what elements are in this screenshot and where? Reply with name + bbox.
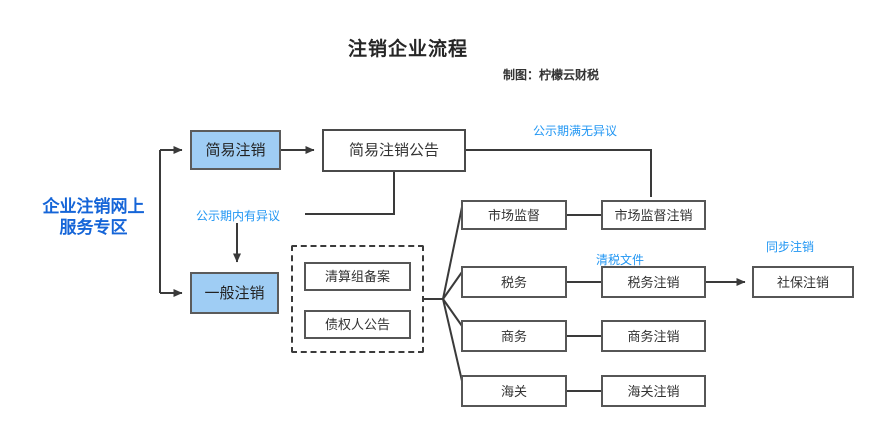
node-customs[interactable]: 海关 — [461, 375, 567, 407]
node-tax-cancel[interactable]: 税务注销 — [601, 266, 706, 298]
edge-notice-to-objection — [305, 172, 395, 215]
edge-hub-to-commerce — [442, 298, 463, 327]
liquidation-group — [291, 245, 424, 353]
node-general-cancel[interactable]: 一般注销 — [190, 272, 279, 314]
node-commerce-cancel[interactable]: 商务注销 — [601, 320, 706, 352]
page-title: 注销企业流程 — [348, 39, 469, 60]
node-commerce[interactable]: 商务 — [461, 320, 567, 352]
node-tax[interactable]: 税务 — [461, 266, 567, 298]
edge-hub-to-market — [442, 206, 463, 300]
node-liquidation-filing[interactable]: 清算组备案 — [304, 262, 411, 291]
edge-label-tax-clearance: 清税文件 — [596, 253, 645, 267]
edge-label-objection-raised: 公示期内有异议 — [196, 209, 281, 223]
root-label: 企业注销网上 服务专区 — [26, 196, 161, 239]
page-subtitle: 制图：柠檬云财税 — [503, 68, 600, 82]
node-simple-cancel[interactable]: 简易注销 — [190, 130, 281, 170]
edge-hub-to-tax — [442, 271, 463, 300]
edge-label-sync-cancel: 同步注销 — [766, 240, 815, 254]
node-social-security-cancel[interactable]: 社保注销 — [752, 266, 854, 298]
node-creditor-notice[interactable]: 债权人公告 — [304, 310, 411, 339]
node-market-supervision[interactable]: 市场监督 — [461, 200, 567, 230]
node-customs-cancel[interactable]: 海关注销 — [601, 375, 706, 407]
edge-label-no-objection: 公示期满无异议 — [533, 124, 618, 138]
node-simple-cancel-notice[interactable]: 简易注销公告 — [322, 129, 466, 172]
edge-hub-to-customs — [442, 298, 463, 382]
edge-notice-no-objection — [466, 149, 652, 197]
node-market-supervision-cancel[interactable]: 市场监督注销 — [601, 200, 706, 230]
root-label-line2: 服务专区 — [59, 218, 128, 238]
root-label-line1: 企业注销网上 — [42, 197, 145, 216]
